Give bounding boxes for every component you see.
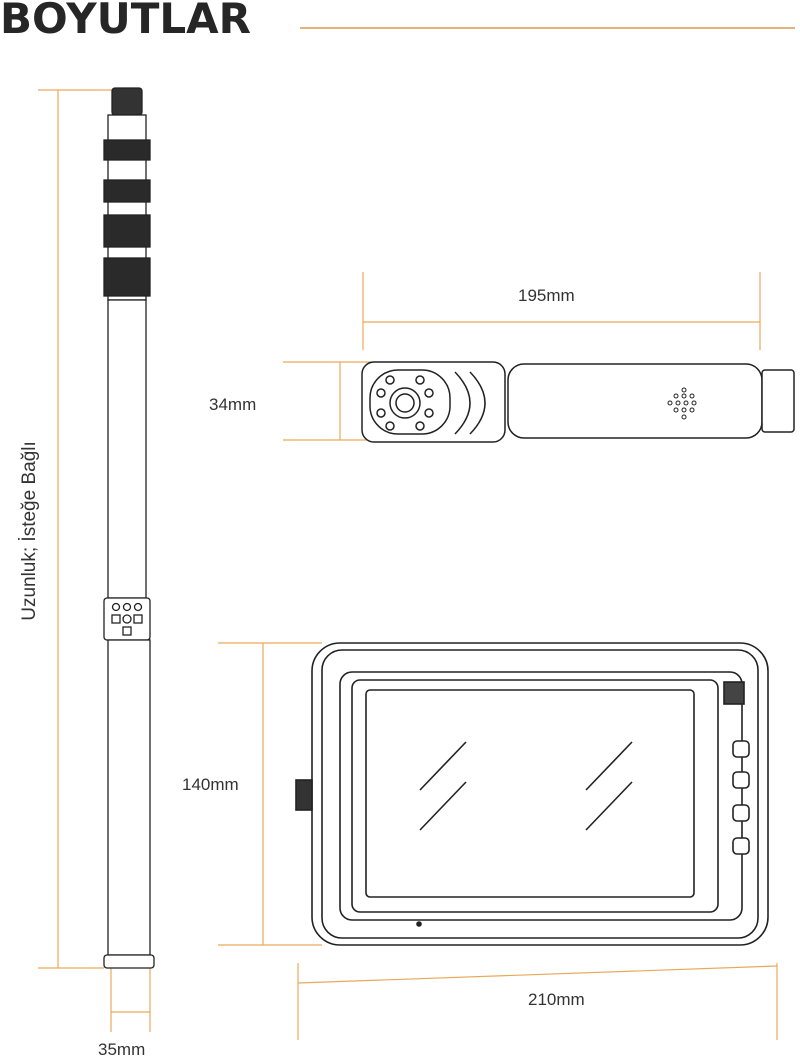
page-title: BOYUTLAR [0,0,251,43]
telescopic-pole [103,87,155,969]
dimension-lines [38,89,778,1040]
camera-length-label: 195mm [518,286,575,305]
length-label: Uzunluk; İsteğe Bağlı [19,441,40,621]
monitor [295,642,769,946]
camera-height-label: 34mm [209,395,257,414]
monitor-width-label: 210mm [528,990,585,1009]
camera-head [361,361,795,443]
monitor-height-label: 140mm [182,775,239,794]
pole-diameter-label: 35mm [98,1040,146,1059]
